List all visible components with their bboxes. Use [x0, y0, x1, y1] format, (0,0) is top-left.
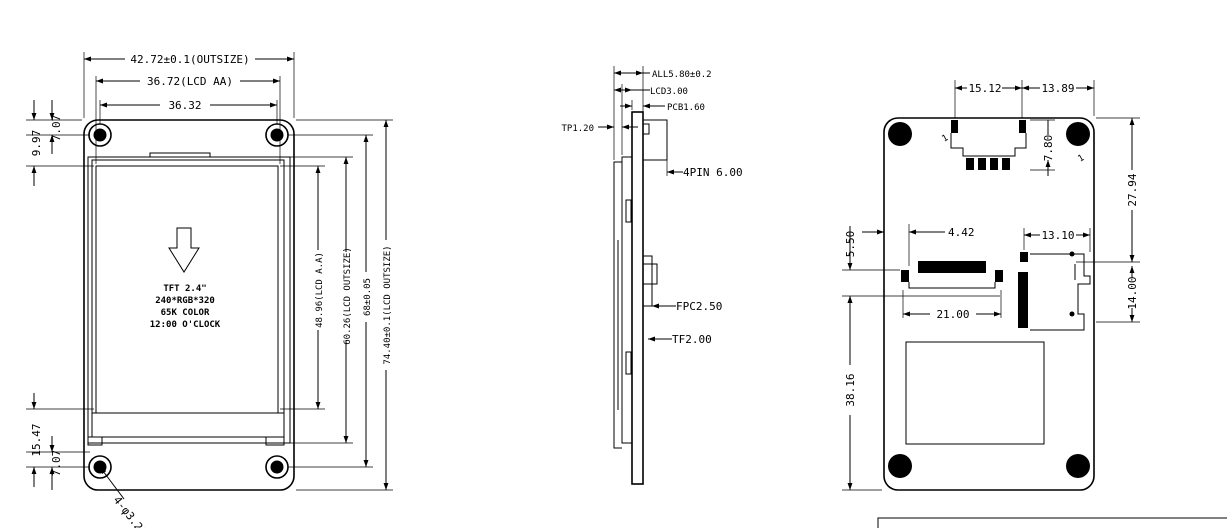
fpc-connector [901, 261, 1003, 289]
pin-mark-2: 1 [1077, 153, 1087, 164]
pin-header-4pin [950, 120, 1027, 170]
tf-card-slot [1018, 251, 1091, 331]
title-block-frame [877, 517, 1227, 528]
dim-hole-pitch-height: 68±0.05 [363, 278, 373, 316]
dim-right-height: 27.94 [1126, 173, 1139, 206]
dim-conn-height: 7.80 [1042, 135, 1055, 162]
orientation-arrow-icon [168, 227, 200, 273]
dim-bottom-hole-pitch: 7.07 [50, 450, 63, 477]
dim-top-hole-offset: 9.97 [30, 130, 43, 157]
dim-pin-header: 4PIN 6.00 [683, 166, 743, 179]
back-hole-top-right [1066, 122, 1090, 146]
dim-hole-callout: 4-φ3.20 [111, 494, 150, 528]
lcd-bezel [91, 159, 285, 438]
back-label-area [905, 341, 1045, 445]
dim-pcb-thickness: PCB1.60 [667, 103, 705, 113]
back-hole-bottom-left [888, 454, 912, 478]
mount-hole-bottom-right [265, 455, 289, 479]
front-board-outline [83, 119, 295, 491]
label-line-2: 240*RGB*320 [155, 296, 215, 306]
side-fpc-bottom [625, 351, 632, 375]
dim-tf-thickness: TF2.00 [672, 333, 712, 346]
label-line-1: TFT 2.4" [163, 284, 206, 294]
dim-total-height: 74.40±0.1(LCD OUTSIZE) [383, 245, 393, 364]
dim-fpc-height: 5.50 [844, 231, 857, 258]
side-fpc-top [625, 199, 632, 223]
side-tp [613, 161, 622, 449]
dim-lcd-outsize-height: 60.26(LCD OUTSIZE) [343, 247, 353, 345]
top-tab [149, 152, 211, 158]
front-view: TFT 2.4" 240*RGB*320 65K COLOR 12:00 O'C… [26, 52, 393, 528]
dim-lcd-thickness: LCD3.00 [650, 87, 688, 97]
dim-outsize-width: 42.72±0.1(OUTSIZE) [130, 53, 249, 66]
dim-tp-thickness: TP1.20 [561, 124, 594, 134]
side-view: ALL5.80±0.2 LCD3.00 PCB1.60 TP1.20 4PIN … [561, 66, 743, 485]
dim-fpc-thickness: FPC2.50 [676, 300, 722, 313]
label-line-3: 65K COLOR [161, 308, 210, 318]
mount-hole-top-right [265, 123, 289, 147]
dim-tf-offset: 13.10 [1041, 229, 1074, 242]
pin-mark-1: 1 [941, 133, 951, 144]
side-pcb [631, 111, 644, 485]
dim-conn-offset-left: 15.12 [968, 82, 1001, 95]
flex-tab-left [87, 436, 103, 446]
side-pin-header [643, 119, 668, 161]
label-line-4: 12:00 O'CLOCK [150, 320, 221, 330]
flex-tab-right [265, 436, 285, 446]
dim-fpc-length: 21.00 [936, 308, 969, 321]
dim-lcd-aa-width: 36.72(LCD AA) [147, 75, 233, 88]
dim-lcd-aa-height: 48.96(LCD A.A) [315, 252, 325, 328]
dim-inner-width: 36.32 [168, 99, 201, 112]
back-hole-top-left [888, 122, 912, 146]
back-board-outline [883, 117, 1095, 491]
back-hole-bottom-right [1066, 454, 1090, 478]
dim-tf-height: 14.00 [1126, 276, 1139, 309]
back-view: 1 1 15.12 13.89 [842, 80, 1140, 491]
dim-fpc-width: 4.42 [948, 226, 975, 239]
dim-top-hole-pitch: 7.07 [50, 115, 63, 142]
side-lcd [621, 156, 632, 444]
dim-bottom-height: 38.16 [844, 373, 857, 406]
dim-bottom-hole-offset: 15.47 [30, 423, 43, 456]
mount-hole-top-left [88, 123, 112, 147]
dim-all-thickness: ALL5.80±0.2 [652, 70, 712, 80]
dim-conn-offset-right: 13.89 [1041, 82, 1074, 95]
